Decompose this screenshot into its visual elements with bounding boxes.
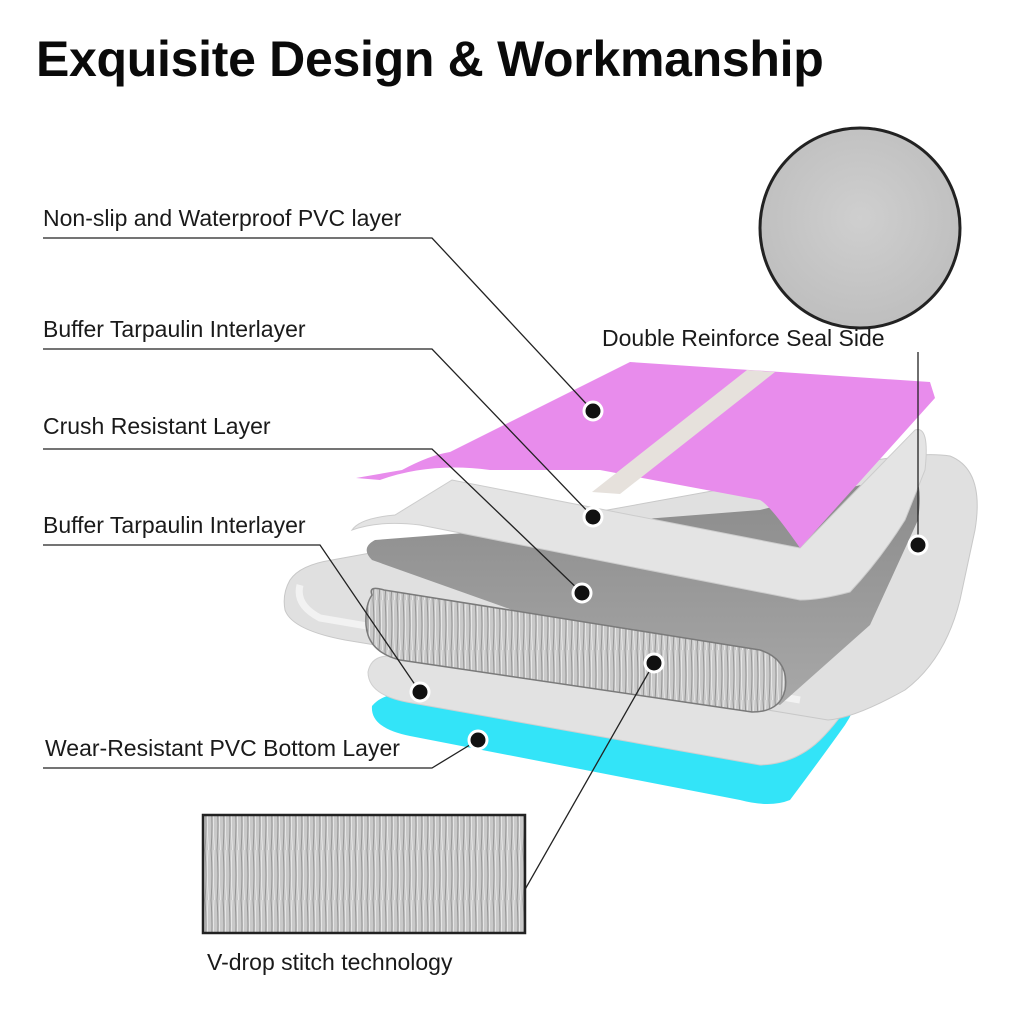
seal-side-zoom-circle	[760, 128, 960, 328]
marker-dot-wear-bottom	[469, 731, 487, 749]
stitch-texture-inset	[203, 815, 525, 933]
marker-dot-buffer-top	[584, 508, 602, 526]
marker-dot-pvc-top	[584, 402, 602, 420]
marker-dot-seal-side	[909, 536, 927, 554]
marker-dot-stitch	[645, 654, 663, 672]
marker-dot-buffer-bottom	[411, 683, 429, 701]
marker-dot-crush	[573, 584, 591, 602]
